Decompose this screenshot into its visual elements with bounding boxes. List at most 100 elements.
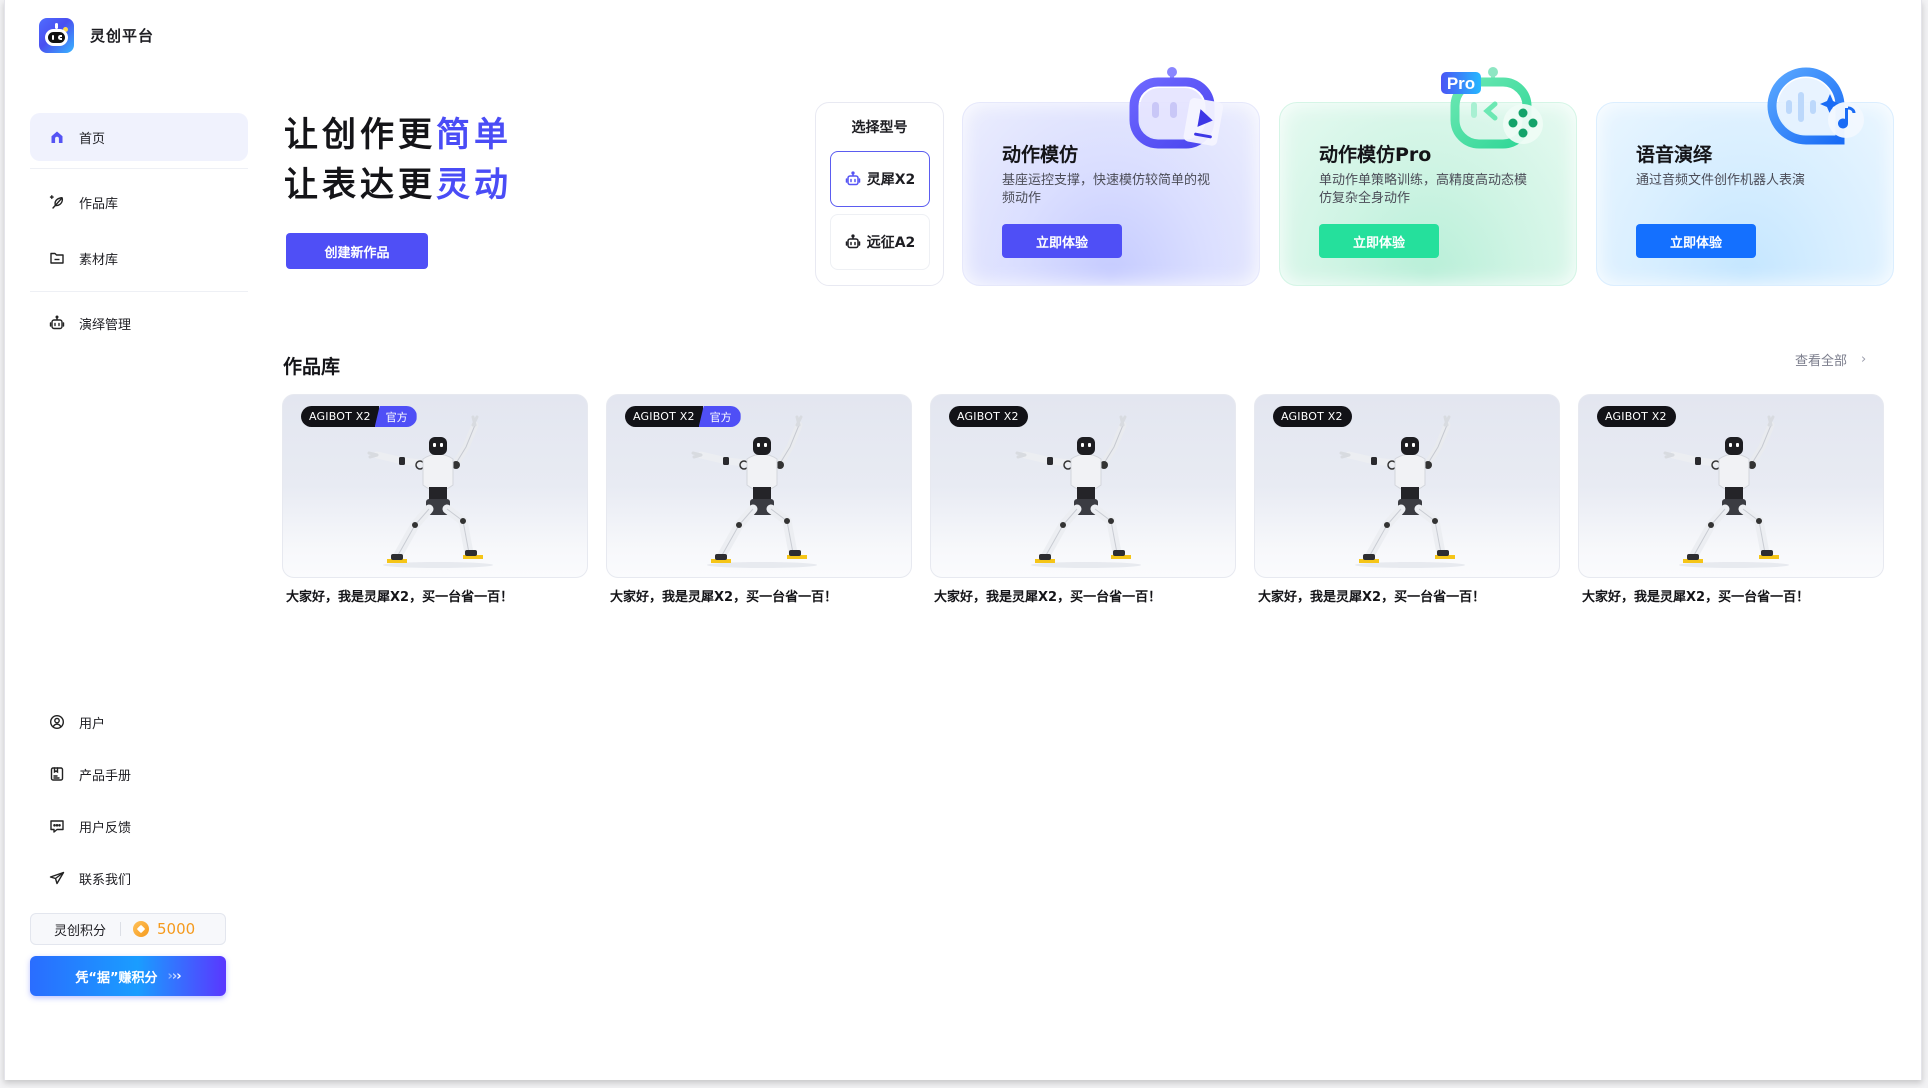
view-all-link[interactable]: 查看全部 › — [1795, 350, 1866, 369]
try-now-button[interactable]: 立即体验 — [1002, 224, 1122, 258]
voice-music-illustration-icon — [1767, 67, 1864, 145]
model-badge-label: AGIBOT X2 — [1273, 406, 1352, 427]
work-caption: 大家好，我是灵犀X2，买一台省一百！ — [610, 590, 838, 605]
folder-icon — [49, 250, 65, 266]
robot-dance-image — [691, 415, 817, 568]
robot-dance-image — [1015, 415, 1141, 568]
chevron-right-icon: › — [1861, 352, 1867, 367]
robot-dance-image — [1663, 415, 1789, 568]
feature-card-voice-performance[interactable]: 语音演绎 通过音频文件创作机器人表演 立即体验 — [1596, 67, 1894, 286]
feather-sparkle-icon — [49, 194, 65, 210]
manual-icon — [49, 766, 65, 782]
sidebar-item-performance[interactable]: 演绎管理 — [30, 299, 248, 347]
gallery-title: 作品库 — [283, 356, 341, 378]
app-logo-icon — [39, 18, 74, 53]
points-display: 灵创积分 5000 — [30, 913, 226, 945]
sidebar-item-works[interactable]: 作品库 — [30, 178, 248, 226]
model-badge-label: AGIBOT X2 — [1597, 406, 1676, 427]
sidebar-item-manual[interactable]: 产品手册 — [30, 750, 248, 798]
work-card[interactable]: AGIBOT X2 — [1578, 394, 1884, 605]
sidebar-item-label: 联系我们 — [79, 872, 132, 888]
work-card[interactable]: AGIBOT X2 — [930, 394, 1236, 605]
sidebar-item-home[interactable]: 首页 — [30, 113, 248, 161]
work-caption: 大家好，我是灵犀X2，买一台省一百！ — [934, 590, 1162, 605]
work-caption: 大家好，我是灵犀X2，买一台省一百！ — [286, 590, 514, 605]
feature-title: 语音演绎 — [1636, 144, 1713, 166]
feature-description: 单动作单策略训练，高精度高动态模仿复杂全身动作 — [1319, 173, 1528, 206]
work-thumbnail[interactable]: AGIBOT X2 官方 — [282, 394, 588, 578]
hero-slogan: 让创作更简单 让表达更灵动 — [284, 110, 512, 210]
feature-description: 通过音频文件创作机器人表演 — [1636, 173, 1806, 188]
model-selector-title: 选择型号 — [851, 120, 908, 136]
points-value: 5000 — [157, 920, 196, 938]
sidebar-item-user[interactable]: 用户 — [30, 698, 248, 746]
robot-video-illustration-icon — [1129, 67, 1224, 149]
model-badge-label: AGIBOT X2 — [625, 406, 703, 427]
sidebar-item-contact[interactable]: 联系我们 — [30, 854, 248, 902]
robot-gamepad-illustration-icon: Pro — [1441, 67, 1543, 149]
robot-dance-image — [1339, 415, 1465, 568]
feature-card-motion-imitation[interactable]: 动作模仿 基座运控支撑，快速模仿较简单的视频动作 立即体验 — [962, 67, 1260, 286]
try-now-button[interactable]: 立即体验 — [1319, 224, 1439, 258]
home-icon — [49, 129, 65, 145]
sidebar-item-label: 演绎管理 — [79, 317, 132, 333]
sidebar-item-label: 产品手册 — [79, 768, 132, 784]
try-now-button[interactable]: 立即体验 — [1636, 224, 1756, 258]
model-badge-label: AGIBOT X2 — [949, 406, 1028, 427]
work-thumbnail[interactable]: AGIBOT X2 官方 — [606, 394, 912, 578]
model-option-label: 灵犀X2 — [866, 172, 916, 188]
robot-icon — [49, 315, 65, 331]
earn-points-button[interactable]: 凭“据”赚积分 ››› — [30, 956, 226, 996]
sidebar-item-label: 作品库 — [79, 196, 119, 212]
pro-tag: Pro — [1447, 74, 1475, 93]
sidebar-divider — [30, 291, 248, 292]
model-option-a2[interactable]: 远征A2 — [830, 214, 930, 270]
points-separator — [120, 922, 122, 936]
earn-points-label: 凭“据”赚积分 — [75, 970, 158, 986]
work-thumbnail[interactable]: AGIBOT X2 — [930, 394, 1236, 578]
sidebar-item-materials[interactable]: 素材库 — [30, 234, 248, 282]
send-icon — [49, 870, 65, 886]
feature-title: 动作模仿 — [1002, 144, 1079, 166]
model-option-label: 远征A2 — [866, 235, 916, 251]
feedback-chat-icon — [49, 818, 65, 834]
sidebar-item-label: 素材库 — [79, 252, 119, 268]
points-label: 灵创积分 — [54, 923, 107, 939]
sidebar-item-label: 用户反馈 — [79, 820, 132, 836]
slogan-line2-highlight: 灵动 — [436, 165, 512, 205]
sidebar-item-label: 用户 — [79, 716, 106, 732]
work-caption: 大家好，我是灵犀X2，买一台省一百！ — [1582, 590, 1810, 605]
model-option-x2[interactable]: 灵犀X2 — [830, 151, 930, 207]
user-circle-icon — [49, 714, 65, 730]
model-badge: AGIBOT X2 官方 — [301, 406, 417, 427]
sidebar-divider — [30, 168, 248, 169]
feature-card-motion-imitation-pro[interactable]: Pro 动作模仿Pro 单动作单策略训练，高精度高动态模仿复杂全身动作 立即体验 — [1279, 67, 1577, 286]
brand[interactable]: 灵创平台 — [39, 18, 154, 53]
work-caption: 大家好，我是灵犀X2，买一台省一百！ — [1258, 590, 1486, 605]
model-badge-label: AGIBOT X2 — [301, 406, 379, 427]
triple-chevron-right-icon: ››› — [167, 968, 182, 984]
model-badge: AGIBOT X2 — [1273, 406, 1352, 427]
view-all-label: 查看全部 — [1795, 354, 1848, 369]
work-thumbnail[interactable]: AGIBOT X2 — [1578, 394, 1884, 578]
model-badge: AGIBOT X2 官方 — [625, 406, 741, 427]
sidebar-item-feedback[interactable]: 用户反馈 — [30, 802, 248, 850]
coin-icon — [133, 921, 150, 937]
work-thumbnail[interactable]: AGIBOT X2 — [1254, 394, 1560, 578]
model-badge: AGIBOT X2 — [949, 406, 1028, 427]
app-name: 灵创平台 — [90, 27, 155, 45]
official-badge: 官方 — [698, 406, 741, 427]
model-selector: 选择型号 灵犀X2 远征A2 — [815, 102, 944, 286]
robot-icon — [845, 234, 860, 249]
sidebar-item-label: 首页 — [79, 131, 106, 147]
robot-dance-image — [367, 415, 493, 568]
work-card[interactable]: AGIBOT X2 — [1254, 394, 1560, 605]
create-new-work-button[interactable]: 创建新作品 — [286, 233, 428, 269]
feature-description: 基座运控支撑，快速模仿较简单的视频动作 — [1002, 173, 1211, 206]
app-window: 灵创平台 首页 作品库 素材库 演绎管理 — [4, 0, 1922, 1080]
model-badge: AGIBOT X2 — [1597, 406, 1676, 427]
slogan-line1-highlight: 简单 — [436, 115, 512, 155]
work-card[interactable]: AGIBOT X2 官方 — [282, 394, 588, 605]
official-badge: 官方 — [374, 406, 417, 427]
work-card[interactable]: AGIBOT X2 官方 — [606, 394, 912, 605]
